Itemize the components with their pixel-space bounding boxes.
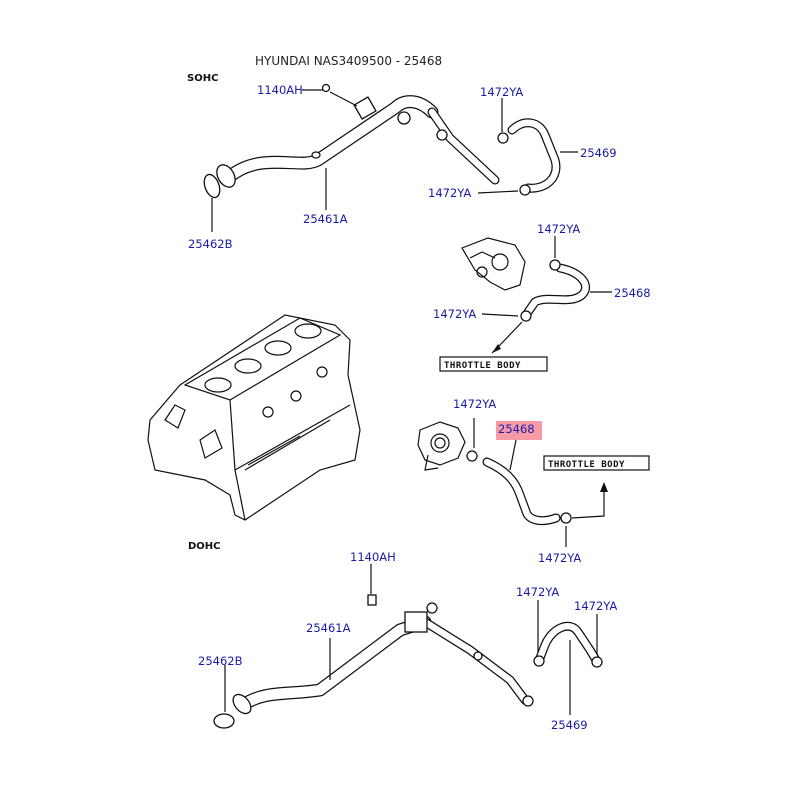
label-dohc-bolt[interactable]: 1140AH (350, 550, 396, 564)
label-highlight-hose[interactable]: 25468 (498, 422, 535, 436)
sohc-bolt-icon (321, 83, 331, 93)
dohc-bolt-icon (367, 594, 377, 606)
label-highlight-clamp-bottom[interactable]: 1472YA (538, 551, 581, 565)
throttle-body-housing-low (417, 421, 466, 471)
sohc-bypass-hose[interactable] (321, 83, 561, 196)
label-mid-clamp-top[interactable]: 1472YA (537, 222, 580, 236)
label-dohc-clamp-right[interactable]: 1472YA (574, 599, 617, 613)
label-sohc-clamp-top[interactable]: 1472YA (480, 85, 523, 99)
section-sohc-label: SOHC (187, 73, 218, 84)
label-dohc-gasket[interactable]: 25462B (198, 654, 243, 668)
throttle-body-box-low: THROTTLE BODY (543, 455, 650, 471)
diagram-title: HYUNDAI NAS3409500 - 25468 (255, 54, 442, 68)
dohc-gasket[interactable] (213, 713, 235, 729)
mid-hose-25468[interactable] (520, 259, 590, 322)
label-highlight-clamp[interactable]: 1472YA (453, 397, 496, 411)
label-sohc-bolt[interactable]: 1140AH (257, 83, 303, 97)
throttle-body-housing-mid (461, 237, 526, 291)
label-sohc-gasket[interactable]: 25462B (188, 237, 233, 251)
label-dohc-pipe[interactable]: 25461A (306, 621, 351, 635)
sohc-clamp-bottom-icon (519, 184, 531, 196)
label-sohc-clamp-bottom[interactable]: 1472YA (428, 186, 471, 200)
highlight-marker (496, 421, 542, 440)
sohc-water-pipe[interactable] (213, 95, 500, 190)
label-sohc-pipe[interactable]: 25461A (303, 212, 348, 226)
highlight-hose-25468[interactable] (466, 450, 572, 526)
label-dohc-clamp-left[interactable]: 1472YA (516, 585, 559, 599)
section-dohc-label: DOHC (188, 541, 221, 552)
throttle-body-text-mid: THROTTLE BODY (444, 361, 521, 371)
label-mid-clamp-left[interactable]: 1472YA (433, 307, 476, 321)
label-sohc-hose[interactable]: 25469 (580, 146, 617, 160)
sohc-clamp-top-icon (497, 132, 509, 144)
label-dohc-hose[interactable]: 25469 (551, 718, 588, 732)
dohc-water-pipe[interactable] (230, 594, 534, 717)
throttle-body-text-low: THROTTLE BODY (548, 460, 625, 470)
throttle-body-box-mid: THROTTLE BODY (439, 356, 548, 372)
dohc-bypass-hose[interactable] (533, 621, 603, 668)
label-mid-hose[interactable]: 25468 (614, 286, 651, 300)
sohc-gasket[interactable] (201, 172, 222, 199)
engine-block-drawing (147, 314, 361, 521)
